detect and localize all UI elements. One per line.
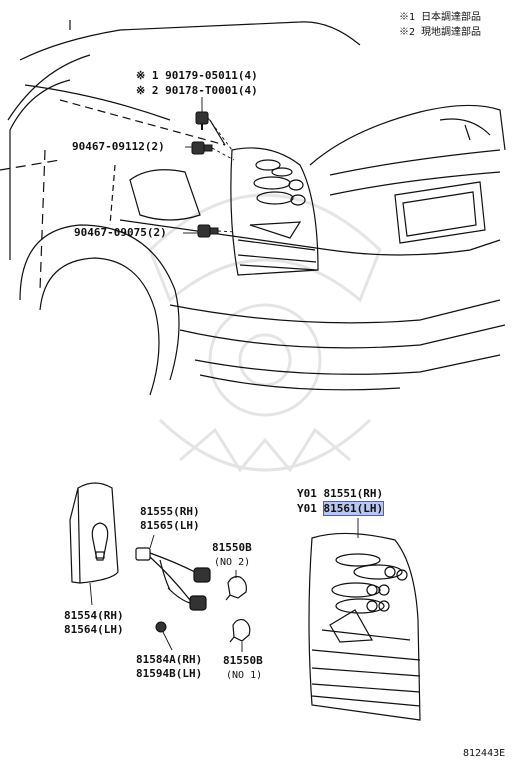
watermark-emblem [148,193,382,473]
legend-mark: ※2 [399,27,416,38]
legend-text: 日本調達部品 [421,12,482,23]
fastener-nut-lower [197,224,219,238]
bulb-no1-note: (NO 1) [226,670,263,681]
part-label-90178-T0001[interactable]: ※ 2 90178-T0001(4) [136,84,258,97]
fastener-clip-top [195,111,209,130]
tail-lamp-assembly [308,532,421,721]
part-label-81561-lh[interactable]: Y01 81561(LH) [297,501,385,516]
grommet [155,621,167,633]
fastener-nut-middle [191,141,213,155]
part-label-81564-lh[interactable]: 81564(LH) [64,623,124,636]
vehicle-rear-body [0,20,506,396]
leader-lines-upper [183,97,237,234]
legend-item-japan: ※1 日本調達部品 [399,12,481,24]
lamp-lh-number-highlighted: 81561(LH) [322,501,385,516]
part-label-81554-rh[interactable]: 81554(RH) [64,609,124,622]
legend-mark: ※1 [399,12,416,23]
bulb-no2-note: (NO 2) [214,557,251,568]
legend-item-local: ※2 現地調達部品 [399,27,481,39]
lamp-rh-number: 81551(RH) [323,487,384,500]
diagram-code: 812443E [463,748,506,759]
socket-harness [135,547,211,611]
part-label-81565-lh[interactable]: 81565(LH) [140,519,200,532]
part-label-81594b-lh[interactable]: 81594B(LH) [136,667,203,680]
lamp-service-cover [69,482,119,584]
legend-text: 現地調達部品 [421,27,482,38]
part-label-90467-09075[interactable]: 90467-09075(2) [74,226,167,239]
installed-tail-lamp [230,147,319,276]
part-label-81551-rh[interactable]: Y01 81551(RH) [297,488,383,500]
prefix-y01: Y01 [297,502,317,515]
part-label-81555-rh[interactable]: 81555(RH) [140,505,200,518]
part-label-90179-05011[interactable]: ※ 1 90179-05011(4) [136,69,258,82]
bulb-no2 [225,576,247,601]
prefix-y01: Y01 [297,487,317,500]
part-label-81550b-no1[interactable]: 81550B [223,654,263,667]
leader-lines-lower [89,518,359,652]
bulb-no1 [229,618,251,643]
part-label-90467-09112[interactable]: 90467-09112(2) [72,140,165,153]
part-label-81584a-rh[interactable]: 81584A(RH) [136,653,203,666]
part-label-81550b-no2[interactable]: 81550B [212,541,252,554]
